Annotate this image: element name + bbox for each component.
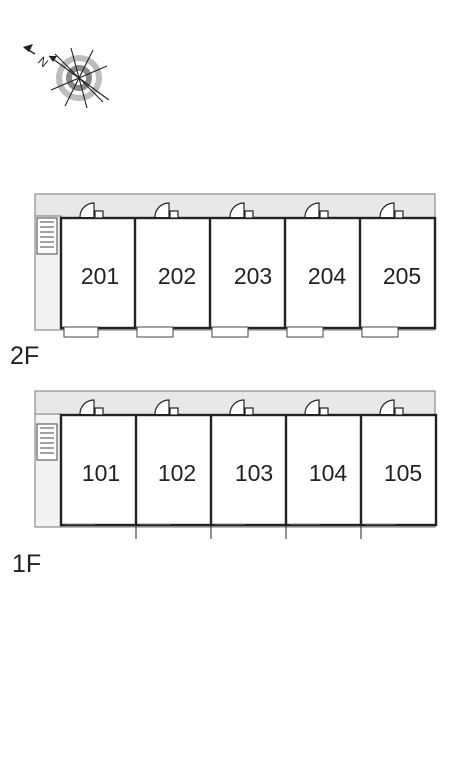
staircase-icon <box>36 423 58 461</box>
unit-201: 201 <box>81 263 119 289</box>
floor-1f: 101 102 103 104 105 1F <box>12 390 438 578</box>
unit-202: 202 <box>158 263 196 289</box>
staircase-icon <box>36 217 58 255</box>
unit-101: 101 <box>82 460 120 486</box>
unit-102: 102 <box>158 460 196 486</box>
unit-203: 203 <box>234 263 272 289</box>
unit-104: 104 <box>309 460 348 486</box>
floor-label-2f: 2F <box>10 342 39 370</box>
floor-label-1f: 1F <box>12 550 41 578</box>
compass-north-icon: N <box>23 44 110 109</box>
unit-103: 103 <box>235 460 273 486</box>
north-letter: N <box>35 54 51 70</box>
unit-204: 204 <box>308 263 347 289</box>
unit-105: 105 <box>384 460 422 486</box>
unit-205: 205 <box>383 263 421 289</box>
floor-2f: 201 202 203 204 205 2F <box>10 193 437 370</box>
